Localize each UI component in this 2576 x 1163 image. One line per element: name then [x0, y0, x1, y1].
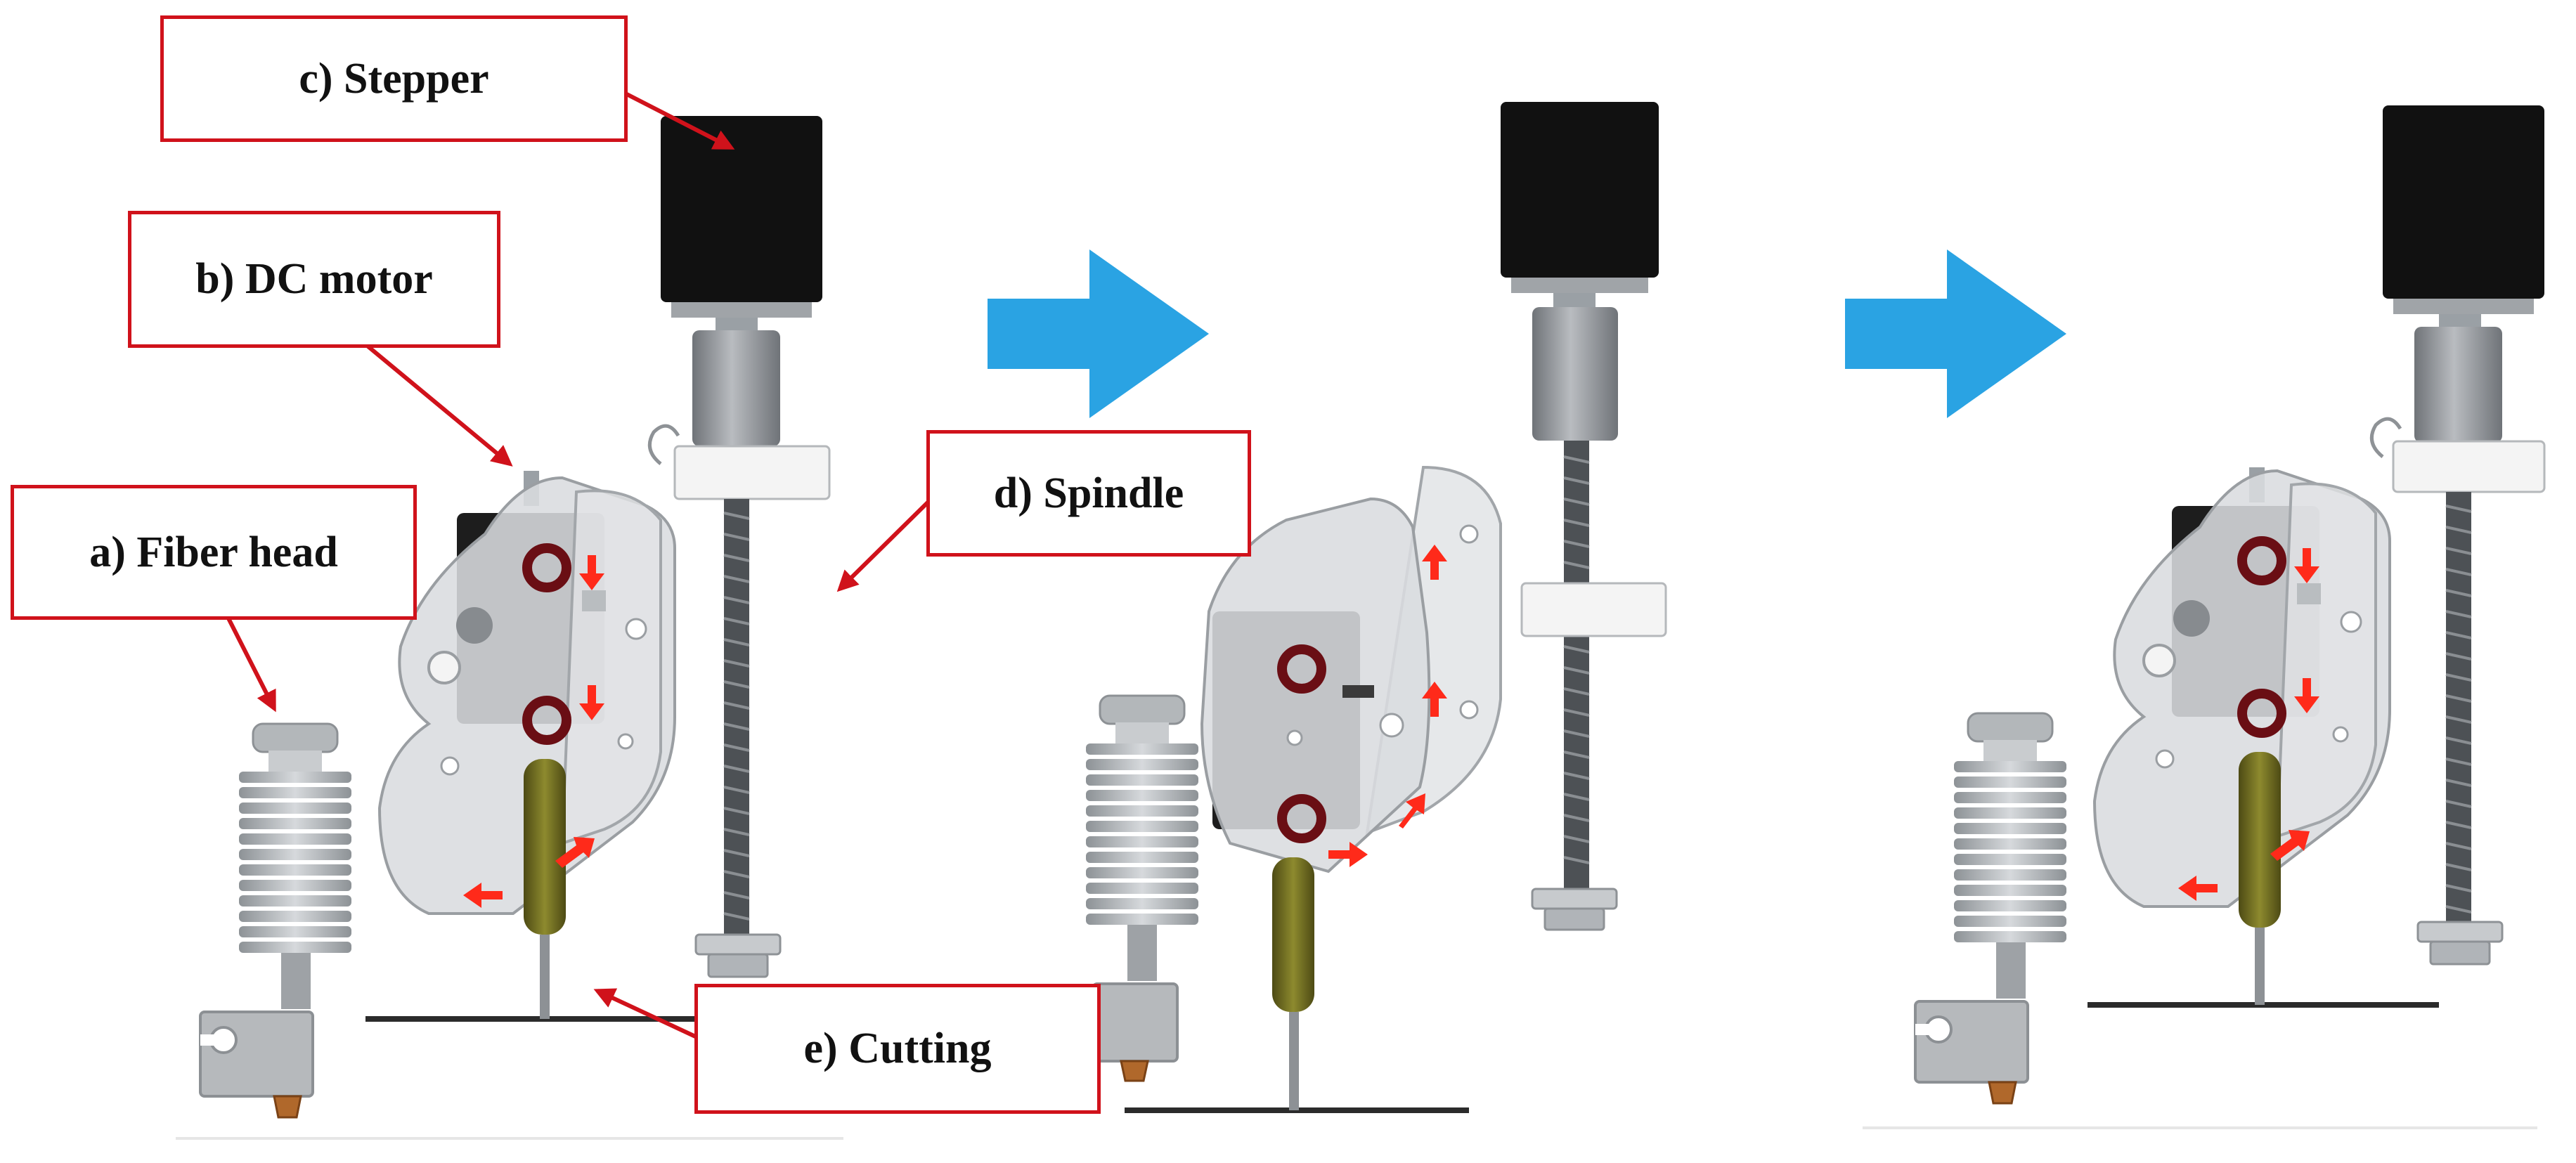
spindle-nut	[2392, 440, 2546, 493]
motion-arrow	[555, 837, 595, 868]
motion-arrow	[463, 883, 503, 908]
lead-screw	[724, 499, 749, 935]
label-fiber-head-text: a) Fiber head	[89, 528, 338, 576]
cutting-carriage	[2092, 467, 2391, 1005]
motion-arrow	[1328, 842, 1368, 867]
cutting-carriage	[377, 471, 676, 1019]
label-fiber-head: a) Fiber head	[11, 485, 417, 620]
label-dc-motor: b) DC motor	[128, 211, 500, 348]
nozzle	[1988, 1081, 2017, 1105]
motion-arrow	[2178, 876, 2218, 901]
leader-cutting	[593, 988, 704, 1042]
stepper-motor	[661, 116, 822, 302]
label-spindle: d) Spindle	[926, 430, 1251, 557]
leader-stepper	[617, 88, 735, 150]
motion-arrow	[579, 555, 604, 590]
heater-block	[199, 1011, 314, 1098]
flow-arrow-1	[988, 249, 1209, 418]
fiber-head	[1914, 712, 2066, 1105]
stage-1	[176, 116, 843, 1140]
motion-arrow	[2294, 548, 2319, 583]
nozzle	[273, 1095, 302, 1119]
leader-fiber-head	[223, 610, 276, 713]
spindle-nut	[1520, 582, 1667, 637]
roller	[522, 696, 571, 745]
label-stepper: c) Stepper	[160, 15, 628, 142]
stage-3	[1863, 105, 2546, 1129]
nozzle	[1120, 1060, 1149, 1082]
leader-arrows	[223, 88, 937, 1042]
roller	[522, 543, 571, 592]
roller	[2237, 689, 2286, 738]
shaft-coupler	[1532, 307, 1618, 441]
motion-arrow	[1422, 682, 1447, 717]
fiber-head	[199, 722, 351, 1119]
label-dc-motor-text: b) DC motor	[195, 255, 433, 303]
label-cutting: e) Cutting	[694, 984, 1101, 1114]
heater-block	[1092, 982, 1179, 1063]
shaft-coupler	[2414, 327, 2502, 443]
lead-screw	[2446, 492, 2471, 924]
stepper-flange	[671, 302, 812, 318]
cutting-carriage	[1200, 465, 1667, 1110]
spindle-assembly	[647, 116, 831, 978]
spindle-nut	[673, 445, 831, 500]
leader-dc-motor	[364, 342, 513, 467]
label-stepper-text: c) Stepper	[299, 54, 489, 103]
spindle-assembly	[1501, 102, 1659, 931]
roller	[2237, 536, 2286, 585]
motion-arrow	[579, 685, 604, 720]
leader-spindle	[836, 493, 937, 592]
roller	[1277, 644, 1326, 694]
flow-arrow-2	[1845, 249, 2066, 418]
lead-screw	[1564, 441, 1589, 890]
motion-arrow	[1399, 793, 1425, 829]
motion-arrow	[2294, 678, 2319, 713]
label-spindle-text: d) Spindle	[993, 469, 1184, 517]
stepper-motor	[1501, 102, 1659, 278]
roller	[1277, 794, 1326, 843]
shaft-coupler	[692, 330, 780, 446]
spindle-assembly	[2369, 105, 2546, 966]
stepper-motor	[2383, 105, 2544, 299]
motion-arrow	[2270, 830, 2310, 861]
filament-spool-tube	[524, 759, 566, 935]
fiber-head	[1086, 694, 1198, 1082]
stage-2	[1086, 102, 1667, 1113]
motion-arrow	[1422, 545, 1447, 580]
label-cutting-text: e) Cutting	[803, 1025, 992, 1072]
